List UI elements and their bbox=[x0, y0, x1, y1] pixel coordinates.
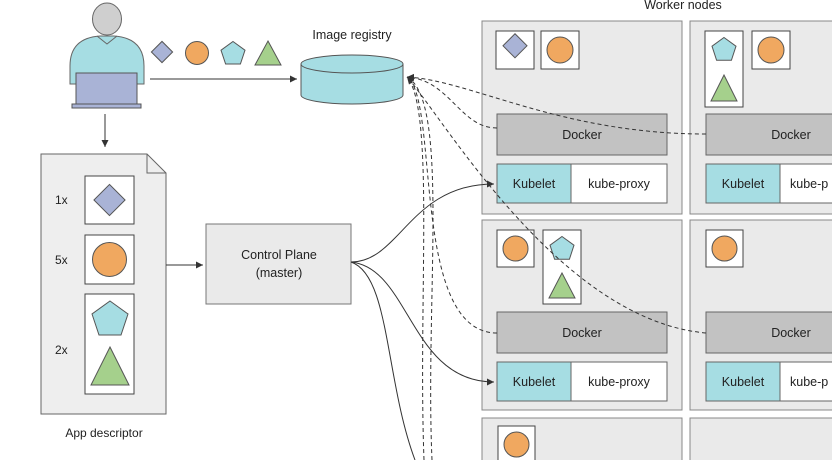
pentagon-icon bbox=[711, 36, 737, 61]
control-plane-subtitle: (master) bbox=[256, 266, 303, 280]
diamond-icon bbox=[150, 40, 174, 64]
kubelet-box bbox=[496, 361, 572, 402]
triangle-icon bbox=[254, 39, 282, 66]
circle-icon bbox=[711, 235, 738, 262]
diamond-icon bbox=[502, 33, 528, 59]
replica-count: 1x bbox=[55, 193, 68, 207]
worker-node-3: Docker Kubelet kube-proxy bbox=[481, 219, 683, 411]
circle-icon bbox=[502, 235, 529, 262]
scheduling-arrows bbox=[350, 180, 495, 460]
worker-node-5 bbox=[481, 417, 683, 460]
container-images bbox=[150, 39, 282, 66]
worker-nodes-label: Worker nodes bbox=[644, 0, 722, 12]
circle-icon bbox=[757, 36, 785, 64]
kube-proxy-box bbox=[779, 163, 832, 204]
circle-icon bbox=[185, 41, 209, 65]
docker-box bbox=[496, 311, 668, 354]
kube-proxy-box bbox=[779, 361, 832, 402]
replica-count: 2x bbox=[55, 343, 68, 357]
triangle-icon bbox=[710, 73, 738, 102]
triangle-icon bbox=[90, 345, 130, 386]
image-registry-icon bbox=[300, 54, 404, 105]
docker-label: Docker bbox=[771, 128, 811, 142]
kube-proxy-box bbox=[570, 361, 668, 402]
app-descriptor-label: App descriptor bbox=[65, 426, 142, 440]
kubelet-box bbox=[496, 163, 572, 204]
replica-count: 5x bbox=[55, 253, 68, 267]
laptop-icon bbox=[75, 72, 138, 105]
kubelet-label: Kubelet bbox=[513, 375, 556, 389]
docker-box bbox=[496, 113, 668, 156]
pentagon-icon bbox=[549, 235, 575, 260]
image-pull-arrows bbox=[406, 73, 707, 460]
circle-icon bbox=[92, 242, 127, 277]
worker-node-1: Docker Kubelet kube-proxy bbox=[481, 20, 683, 215]
image-registry-label: Image registry bbox=[312, 28, 392, 42]
circle-icon bbox=[546, 36, 574, 64]
kube-proxy-label: kube-proxy bbox=[588, 375, 651, 389]
worker-node-2: Docker Kubelet kube-p bbox=[689, 20, 832, 215]
docker-box bbox=[705, 311, 832, 354]
kubelet-box bbox=[705, 361, 781, 402]
kubelet-label: Kubelet bbox=[722, 177, 765, 191]
kubelet-label: Kubelet bbox=[722, 375, 765, 389]
developer-avatar bbox=[69, 2, 145, 109]
worker-node-6 bbox=[689, 417, 832, 460]
triangle-icon bbox=[548, 271, 576, 299]
kube-proxy-label: kube-p bbox=[790, 177, 828, 191]
kubelet-label: Kubelet bbox=[513, 177, 556, 191]
docker-label: Docker bbox=[562, 326, 602, 340]
circle-icon bbox=[503, 431, 530, 458]
docker-label: Docker bbox=[562, 128, 602, 142]
diamond-icon bbox=[93, 183, 126, 217]
docker-label: Docker bbox=[771, 326, 811, 340]
user-body bbox=[69, 35, 145, 85]
pentagon-icon bbox=[220, 40, 246, 65]
worker-node-4: Docker Kubelet kube-p bbox=[689, 219, 832, 411]
user-head bbox=[92, 2, 122, 36]
control-plane-box: Control Plane (master) bbox=[205, 223, 352, 305]
kubelet-box bbox=[705, 163, 781, 204]
docker-box bbox=[705, 113, 832, 156]
pentagon-icon bbox=[91, 300, 129, 336]
kube-proxy-label: kube-p bbox=[790, 375, 828, 389]
kube-proxy-label: kube-proxy bbox=[588, 177, 651, 191]
kube-proxy-box bbox=[570, 163, 668, 204]
control-plane-title: Control Plane bbox=[241, 248, 317, 262]
app-descriptor-document: 1x 5x 2x bbox=[40, 153, 167, 415]
